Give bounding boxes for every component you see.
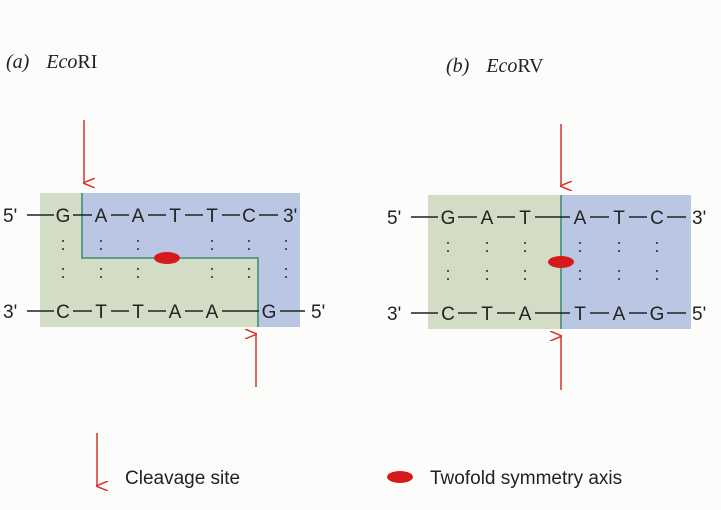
panel-b-bottom-base-4: T	[574, 304, 586, 325]
panel-a-symmetry-axis-icon	[154, 252, 180, 264]
panel-a-label: (a)	[6, 51, 30, 73]
panel-a-bottom-base-3: T	[132, 302, 144, 323]
panel-a-bottom-base-4: A	[169, 302, 182, 323]
panel-b-top-base-1: G	[441, 208, 456, 229]
panel-b-enzyme-italic: Eco	[485, 55, 517, 77]
panel-b-bottom-base-6: G	[650, 304, 665, 325]
panel-b-bottom-base-1: C	[441, 304, 455, 325]
panel-a-top-base-1: G	[56, 206, 71, 227]
panel-a-top-5prime: 5'	[3, 206, 17, 227]
panel-b-top-3prime: 3'	[692, 208, 706, 229]
panel-b-enzyme-rest: RV	[517, 55, 544, 77]
panel-a-pair-10: :	[135, 262, 140, 282]
panel-b-top-base-4: A	[574, 208, 587, 229]
panel-b-symmetry-axis-icon	[548, 256, 574, 268]
panel-a-bottom-base-5: A	[206, 302, 219, 323]
panel-a-enzyme-italic: Eco	[45, 51, 77, 73]
panel-b-base-pairs: : : : : : : : : : : : :	[445, 236, 659, 284]
panel-b-bottom-base-2: T	[481, 304, 493, 325]
panel-a-pair-6: :	[246, 234, 251, 254]
panel-b-pair-3: :	[522, 236, 527, 256]
panel-a-bottom-3prime: 3'	[3, 302, 17, 323]
panel-a-bottom-base-2: T	[95, 302, 107, 323]
panel-a-pair-3: :	[135, 234, 140, 254]
panel-a-pair-13: :	[246, 262, 251, 282]
panel-a-top-base-2: A	[95, 206, 108, 227]
panel-a-top-base-4: T	[169, 206, 181, 227]
panel-a-title: (a) EcoRI	[6, 51, 97, 73]
panel-a-base-pairs: : : : : : : : : : : : :	[60, 234, 288, 282]
panel-b-top-base-2: A	[481, 208, 494, 229]
panel-a-green-region	[40, 193, 258, 327]
panel-a-bottom-base-1: C	[56, 302, 70, 323]
panel-a-pair-14: :	[283, 262, 288, 282]
panel-b-pair-11: :	[616, 264, 621, 284]
panel-b-top-base-6: C	[650, 208, 664, 229]
panel-b-pair-1: :	[445, 236, 450, 256]
panel-a-top-3prime: 3'	[283, 206, 297, 227]
legend-symmetry-label: Twofold symmetry axis	[430, 468, 622, 489]
panel-a-blue-region	[82, 193, 300, 327]
panel-b-bottom-5prime: 5'	[692, 304, 706, 325]
panel-b-bottom-3prime: 3'	[387, 304, 401, 325]
panel-b-pair-12: :	[654, 264, 659, 284]
panel-a-top-base-5: T	[206, 206, 218, 227]
panel-a-top-base-6: C	[242, 206, 256, 227]
panel-a-pair-2: :	[98, 234, 103, 254]
panel-b-pair-9: :	[522, 264, 527, 284]
panel-b-label: (b)	[446, 55, 470, 77]
panel-b-pair-10: :	[577, 264, 582, 284]
legend-cleavage-label: Cleavage site	[125, 468, 240, 489]
panel-b-top-base-5: T	[613, 208, 625, 229]
panel-b-pair-8: :	[484, 264, 489, 284]
panel-b-pair-5: :	[616, 236, 621, 256]
panel-a-bottom-5prime: 5'	[311, 302, 325, 323]
panel-a-pair-5: :	[209, 234, 214, 254]
panel-b-bottom-base-5: A	[613, 304, 626, 325]
panel-b-pair-4: :	[577, 236, 582, 256]
panel-b-pair-6: :	[654, 236, 659, 256]
panel-a-pair-9: :	[98, 262, 103, 282]
panel-a-bottom-base-6: G	[262, 302, 277, 323]
panel-b-top-base-3: T	[519, 208, 531, 229]
panel-a-pair-8: :	[60, 262, 65, 282]
panel-b-title: (b) EcoRV	[446, 55, 544, 77]
panel-b-pair-7: :	[445, 264, 450, 284]
panel-a-top-base-3: A	[132, 206, 145, 227]
legend-symmetry-axis-icon	[387, 471, 413, 483]
panel-b-pair-2: :	[484, 236, 489, 256]
panel-a-pair-7: :	[283, 234, 288, 254]
panel-a-enzyme-rest: RI	[77, 51, 97, 73]
panel-b-top-5prime: 5'	[387, 208, 401, 229]
panel-b-ecorv: (b) EcoRV 5' G A T A T C 3' : : : : : : …	[387, 55, 706, 390]
panel-b-bottom-base-3: A	[519, 304, 532, 325]
panel-a-pair-1: :	[60, 234, 65, 254]
legend: Cleavage site Twofold symmetry axis	[97, 433, 622, 489]
panel-a-ecori: (a) EcoRI 5' G A A T T C 3' : : : : : :	[3, 51, 325, 387]
panel-a-pair-12: :	[209, 262, 214, 282]
